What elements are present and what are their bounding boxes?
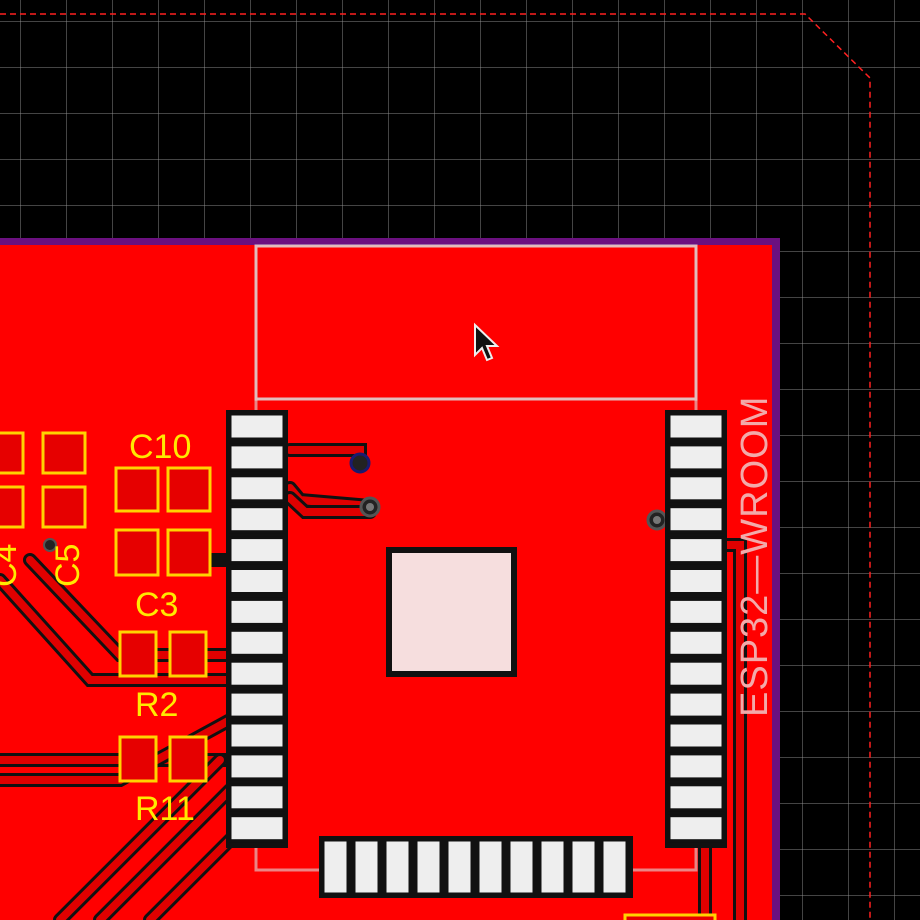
module-pin-pad[interactable] [228, 412, 286, 441]
module-pin-pad[interactable] [228, 597, 286, 626]
module-pin-pad[interactable] [352, 838, 381, 896]
via[interactable] [349, 452, 371, 474]
module-pin-pad[interactable] [667, 567, 725, 595]
module-pin-pad[interactable] [667, 752, 725, 781]
module-pin-pad[interactable] [569, 838, 598, 896]
module-pin-pad[interactable] [667, 536, 725, 565]
via-group [43, 452, 668, 552]
ref-label-r11: R11 [135, 790, 195, 828]
module-right-pads [665, 410, 727, 848]
module-antenna-keepout [254, 244, 698, 401]
ref-label-r2: R2 [135, 686, 178, 724]
module-pin-pad[interactable] [538, 838, 567, 896]
module-left-pads [226, 410, 288, 848]
ref-label-c4: C4 [0, 544, 24, 587]
module-pin-pad[interactable] [228, 814, 286, 843]
module-pin-pad[interactable] [667, 443, 725, 472]
component-r11-pads[interactable] [118, 735, 208, 783]
ref-label-c5: C5 [49, 544, 87, 587]
module-pin-pad[interactable] [228, 752, 286, 781]
module-pin-pad[interactable] [228, 474, 286, 503]
ref-label-c3: C3 [135, 586, 178, 624]
component-r2-pads[interactable] [118, 630, 208, 678]
component-pad-partial[interactable] [623, 913, 717, 920]
arrow-pointer-icon [474, 322, 500, 362]
module-pin-pad[interactable] [667, 597, 725, 626]
keepout-outline [0, 13, 871, 920]
component-c3-pads[interactable] [114, 528, 212, 577]
module-pin-pad[interactable] [667, 474, 725, 503]
module-pin-pad[interactable] [667, 690, 725, 719]
module-label: ESP32—WROOM [734, 396, 776, 717]
via[interactable] [43, 538, 57, 552]
module-pin-pad[interactable] [228, 536, 286, 565]
component-c4-pads[interactable] [0, 431, 25, 529]
module-pin-pad[interactable] [445, 838, 474, 896]
module-pin-pad[interactable] [667, 628, 725, 657]
ref-label-c10: C10 [129, 428, 191, 466]
module-pin-pad[interactable] [476, 838, 505, 896]
module-pin-pad[interactable] [228, 628, 286, 657]
module-pin-pad[interactable] [667, 412, 725, 441]
module-pin-pad[interactable] [414, 838, 443, 896]
module-pin-pad[interactable] [507, 838, 536, 896]
module-pin-pad[interactable] [667, 659, 725, 688]
module-pin-pad[interactable] [228, 443, 286, 472]
module-pin-pad[interactable] [228, 567, 286, 595]
component-c5-pads[interactable] [41, 431, 87, 529]
module-bottom-pads [319, 836, 633, 898]
component-c10-pads[interactable] [114, 466, 212, 513]
module-pin-pad[interactable] [228, 783, 286, 812]
module-pin-pad[interactable] [667, 505, 725, 534]
module-pin-pad[interactable] [228, 721, 286, 750]
module-pin-pad[interactable] [228, 659, 286, 688]
module-pin-pad[interactable] [667, 783, 725, 812]
module-pin-pad[interactable] [228, 505, 286, 534]
module-pin-pad[interactable] [228, 690, 286, 719]
module-ground-pad-copper [392, 553, 511, 671]
module-pin-pad[interactable] [600, 838, 629, 896]
module-pin-pad[interactable] [383, 838, 412, 896]
module-pin-pad[interactable] [321, 838, 350, 896]
module-pin-pad[interactable] [667, 721, 725, 750]
module-pin-pad[interactable] [667, 814, 725, 843]
